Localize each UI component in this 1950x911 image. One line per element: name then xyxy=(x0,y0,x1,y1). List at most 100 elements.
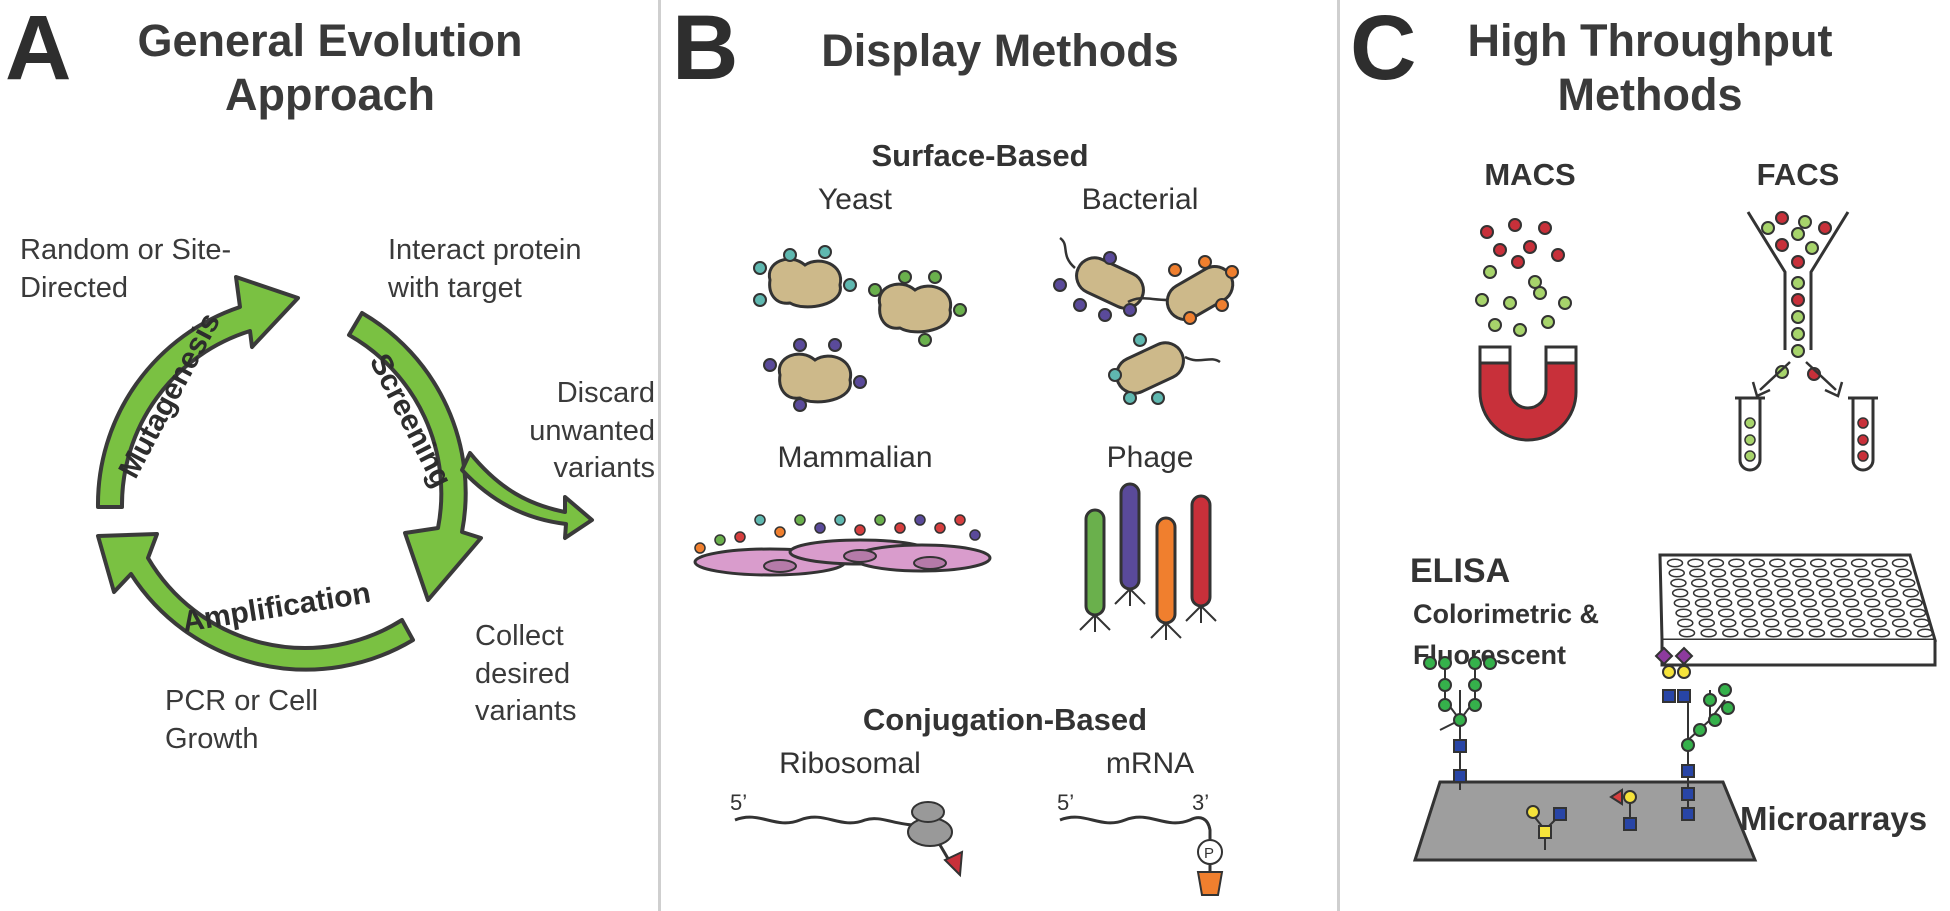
elisa-well xyxy=(1769,558,1786,568)
elisa-well xyxy=(1781,608,1799,618)
elisa-well xyxy=(1863,598,1881,608)
elisa-well xyxy=(1805,618,1823,628)
elisa-well xyxy=(1789,558,1806,568)
elisa-well xyxy=(1698,618,1716,628)
elisa-well xyxy=(1839,588,1857,598)
elisa-well xyxy=(1737,598,1754,608)
panel-a-letter: A xyxy=(5,0,72,99)
elisa-well xyxy=(1815,578,1833,588)
elisa-well xyxy=(1842,598,1860,608)
note-pcr: PCR or Cell Growth xyxy=(165,685,319,755)
elisa-well xyxy=(1792,568,1809,578)
surface-heading: Surface-Based xyxy=(871,138,1089,173)
elisa-well xyxy=(1809,558,1827,568)
elisa-well xyxy=(1902,588,1920,598)
note-collect: Collect desired variants xyxy=(475,620,577,728)
elisa-well xyxy=(1891,558,1909,568)
elisa-well xyxy=(1916,628,1934,638)
elisa-well xyxy=(1881,588,1899,598)
elisa-well xyxy=(1898,578,1916,588)
elisa-well xyxy=(1848,618,1866,628)
elisa-well xyxy=(1677,618,1694,628)
elisa-well xyxy=(1666,558,1684,568)
note-interact: Interact protein with target xyxy=(388,234,582,304)
elisa-well xyxy=(1755,588,1773,598)
elisa-well xyxy=(1857,578,1874,588)
mutagenesis-arrow xyxy=(95,275,300,509)
panel-c-letter: C xyxy=(1350,0,1417,99)
elisa-well xyxy=(1885,598,1902,608)
elisa-well xyxy=(1765,628,1782,638)
elisa-well xyxy=(1753,578,1770,588)
elisa-well xyxy=(1776,588,1794,598)
elisa-well xyxy=(1836,578,1854,588)
elisa-well xyxy=(1909,608,1927,618)
panel-c-title: High Throughput Methods xyxy=(1467,15,1833,120)
elisa-well xyxy=(1860,588,1878,598)
elisa-well xyxy=(1715,598,1733,608)
elisa-well xyxy=(1728,558,1745,568)
elisa-well xyxy=(1689,568,1706,578)
elisa-well xyxy=(1750,568,1768,578)
note-random: Random or Site-Directed xyxy=(20,234,232,304)
elisa-well xyxy=(1760,608,1778,618)
yeast-cell-3 xyxy=(777,352,853,404)
elisa-well xyxy=(1748,558,1766,568)
elisa-well xyxy=(1833,568,1850,578)
panel-a-title: General Evolution Approach xyxy=(137,15,523,120)
elisa-well xyxy=(1874,568,1892,578)
elisa-plate xyxy=(1658,553,1938,667)
elisa-well xyxy=(1762,618,1780,628)
elisa-well xyxy=(1711,578,1729,588)
amplification-arrow xyxy=(96,532,415,672)
conjugation-heading: Conjugation-Based xyxy=(862,702,1148,737)
elisa-well xyxy=(1675,608,1692,618)
divider-right xyxy=(1337,0,1340,911)
mrna-3prime: 3’ xyxy=(1192,790,1210,815)
note-discard: Discard unwanted variants xyxy=(529,377,655,485)
elisa-well xyxy=(1797,588,1815,598)
elisa-well xyxy=(1707,558,1725,568)
magnet xyxy=(1478,350,1578,442)
elisa-well xyxy=(1895,568,1912,578)
elisa-well xyxy=(1694,598,1712,608)
screening-arrow xyxy=(347,311,483,602)
elisa-well xyxy=(1824,608,1842,618)
elisa-well xyxy=(1758,598,1775,608)
elisa-well xyxy=(1722,628,1739,638)
elisa-well xyxy=(1895,628,1912,638)
facs-label: FACS xyxy=(1756,157,1840,192)
elisa-well xyxy=(1670,578,1687,588)
facs-funnel xyxy=(1746,211,1850,350)
elisa-well xyxy=(1803,608,1820,618)
elisa-well xyxy=(1913,618,1930,628)
elisa-well xyxy=(1812,568,1830,578)
elisa-well xyxy=(1671,588,1689,598)
elisa-well xyxy=(1687,558,1704,568)
mrna-label: mRNA xyxy=(1105,747,1195,780)
elisa-well xyxy=(1743,628,1761,638)
elisa-well xyxy=(1717,608,1735,618)
elisa-well xyxy=(1800,598,1817,608)
elisa-well xyxy=(1854,568,1871,578)
elisa-well xyxy=(1784,618,1801,628)
macs-label: MACS xyxy=(1484,157,1576,192)
elisa-well xyxy=(1821,598,1839,608)
elisa-well xyxy=(1734,588,1752,598)
discard-arrow xyxy=(460,451,594,540)
elisa-well xyxy=(1794,578,1812,588)
elisa-well xyxy=(1690,578,1708,588)
mrna-5prime: 5’ xyxy=(1057,790,1075,815)
elisa-well xyxy=(1851,628,1869,638)
elisa-well xyxy=(1808,628,1826,638)
panel-b-letter: B xyxy=(672,0,739,99)
phage-label: Phage xyxy=(1106,441,1194,474)
elisa-well xyxy=(1779,598,1796,608)
elisa-well xyxy=(1774,578,1791,588)
elisa-well xyxy=(1891,618,1909,628)
bacterium-3 xyxy=(1115,341,1185,395)
elisa-well xyxy=(1709,568,1727,578)
elisa-well xyxy=(1732,578,1750,588)
elisa-well xyxy=(1867,608,1884,618)
